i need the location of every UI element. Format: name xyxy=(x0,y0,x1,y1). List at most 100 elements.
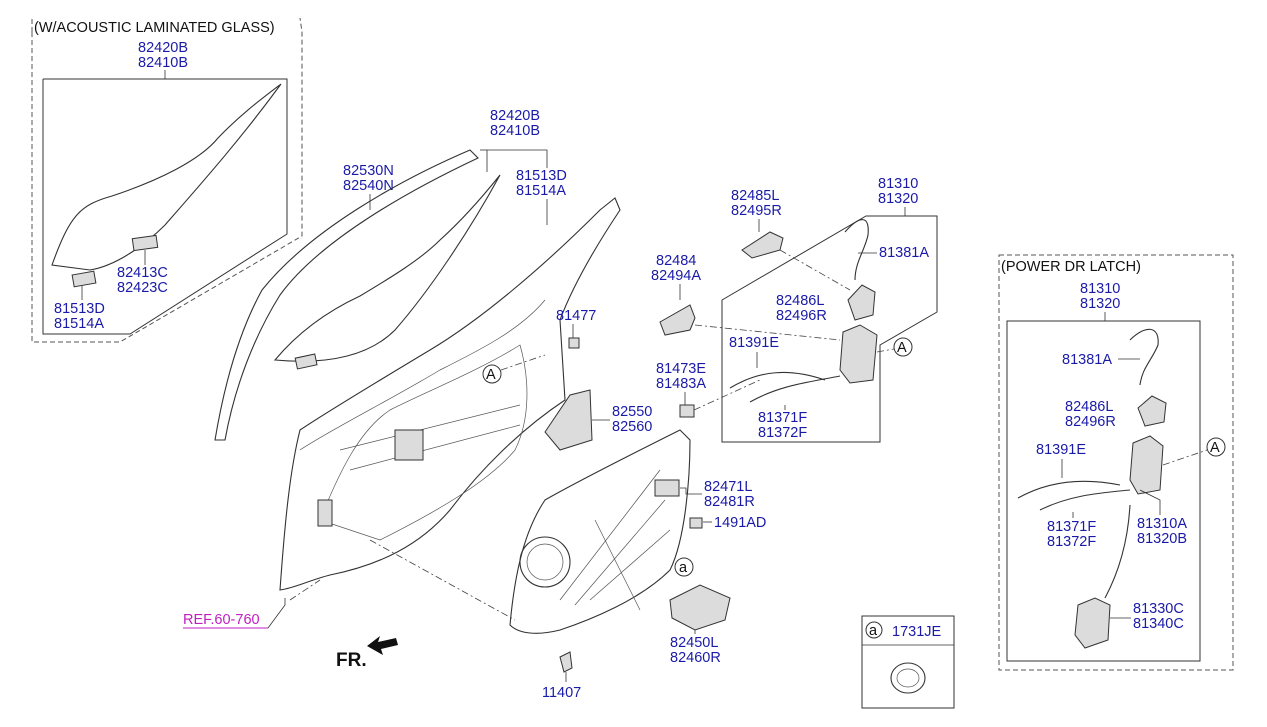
label-p-81320B: 81320B xyxy=(1137,531,1187,547)
label-m-82486L: 82486L xyxy=(776,293,824,309)
label-m-82540N: 82540N xyxy=(343,178,394,194)
door-glass xyxy=(273,174,501,362)
door-hinge-bracket xyxy=(394,429,424,461)
label-p-81371F: 81371F xyxy=(1047,519,1096,535)
outside-handle-cover xyxy=(659,304,696,336)
outside-handle-bracket xyxy=(741,231,784,259)
callout-A-door-letter: A xyxy=(486,367,496,383)
main-assembly: 82420B 82410B 82530N 82540N 81513D 81514… xyxy=(183,108,851,701)
power-cable-81371F xyxy=(1039,489,1131,511)
front-arrow-icon xyxy=(367,636,398,655)
label-ac-81513D: 81513D xyxy=(54,301,105,317)
callout-A-door xyxy=(482,364,502,384)
label-ac-82410B: 82410B xyxy=(138,55,188,71)
cable-81391E xyxy=(729,371,826,389)
glass-clip-lower xyxy=(71,270,97,288)
power-cable-81391E xyxy=(1017,480,1121,499)
label-m-82496R: 82496R xyxy=(776,308,827,324)
power-door-latch xyxy=(1129,435,1164,495)
door-inner-frame xyxy=(279,197,621,591)
cable-81371F xyxy=(749,375,841,403)
acoustic-glass-panel xyxy=(51,83,282,271)
label-ac-81514A: 81514A xyxy=(54,316,104,332)
window-regulator-bracket xyxy=(654,479,680,497)
label-m-81477: 81477 xyxy=(556,308,596,324)
label-m-11407: 11407 xyxy=(542,685,581,701)
label-p-81310: 81310 xyxy=(1080,281,1120,297)
callout-a-panel xyxy=(674,557,694,577)
callout-A-power xyxy=(1206,437,1226,457)
power-actuator-rod xyxy=(1104,504,1131,599)
run-channel xyxy=(214,149,479,441)
label-m-81381A: 81381A xyxy=(879,245,929,261)
regulator-motor xyxy=(669,584,731,631)
door-latch-main xyxy=(839,324,878,384)
inside-cable-81381A xyxy=(844,219,869,281)
power-latch-cover xyxy=(1137,395,1167,427)
legend-callout-a xyxy=(865,621,883,639)
power-inside-cable xyxy=(1129,328,1159,386)
latch-group-main: 82485L 82495R 81310 81320 81381A 82484 8… xyxy=(651,176,938,443)
legend-part-number: 1731JE xyxy=(892,624,942,640)
label-ac-82420B: 82420B xyxy=(138,40,188,56)
clip-81477 xyxy=(568,337,580,349)
grommet-1731JE xyxy=(890,662,926,694)
label-p-81310A: 81310A xyxy=(1137,516,1187,532)
label-m-82560: 82560 xyxy=(612,419,652,435)
power-actuator xyxy=(1074,597,1111,649)
callout-A-power-letter: A xyxy=(1210,440,1220,456)
glass-clip-upper xyxy=(131,234,159,252)
label-p-82496R: 82496R xyxy=(1065,414,1116,430)
speaker-opening xyxy=(519,536,571,588)
clip-1491AD xyxy=(689,517,703,529)
label-m-82494A: 82494A xyxy=(651,268,701,284)
callout-A-latch-letter: A xyxy=(897,340,907,356)
label-m-82484: 82484 xyxy=(656,253,696,269)
label-m-81514A: 81514A xyxy=(516,183,566,199)
door-module-panel xyxy=(509,429,691,634)
label-m-81371F: 81371F xyxy=(758,410,807,426)
acoustic-caption: (W/ACOUSTIC LAMINATED GLASS) xyxy=(34,20,275,36)
label-m-81513D: 81513D xyxy=(516,168,567,184)
label-p-82486L: 82486L xyxy=(1065,399,1113,415)
label-m-82471L: 82471L xyxy=(704,479,752,495)
label-m-82550: 82550 xyxy=(612,404,652,420)
label-p-81330C: 81330C xyxy=(1133,601,1184,617)
callout-a-panel-letter: a xyxy=(679,560,688,576)
ref-label: REF.60-760 xyxy=(183,612,260,628)
label-m-81473E: 81473E xyxy=(656,361,706,377)
bolt-11407 xyxy=(559,651,573,673)
latch-cover xyxy=(847,284,876,321)
label-m-81391E: 81391E xyxy=(729,335,779,351)
label-m-1491AD: 1491AD xyxy=(714,515,766,531)
label-m-82485L: 82485L xyxy=(731,188,779,204)
label-ac-82423C: 82423C xyxy=(117,280,168,296)
label-m-81310: 81310 xyxy=(878,176,918,192)
label-p-81372F: 81372F xyxy=(1047,534,1096,550)
label-m-81483A: 81483A xyxy=(656,376,706,392)
label-m-82420B: 82420B xyxy=(490,108,540,124)
label-p-81381A: 81381A xyxy=(1062,352,1112,368)
legend-callout-a-letter: a xyxy=(869,623,878,639)
label-m-82410B: 82410B xyxy=(490,123,540,139)
acoustic-glass-inset: (W/ACOUSTIC LAMINATED GLASS) 82420B 8241… xyxy=(31,17,303,343)
bracket-82550 xyxy=(544,389,593,451)
power-latch-inset: (POWER DR LATCH) 81310 81320 81381A 8248… xyxy=(998,254,1234,671)
power-latch-caption: (POWER DR LATCH) xyxy=(1001,259,1141,275)
label-m-82460R: 82460R xyxy=(670,650,721,666)
glass-clip-main xyxy=(294,353,318,370)
label-m-82481R: 82481R xyxy=(704,494,755,510)
callout-A-latch xyxy=(893,337,913,357)
label-ac-82413C: 82413C xyxy=(117,265,168,281)
front-direction-label: FR. xyxy=(336,650,367,671)
legend-box: a 1731JE xyxy=(861,615,955,709)
clip-81473E xyxy=(679,404,695,418)
label-p-81340C: 81340C xyxy=(1133,616,1184,632)
label-m-81320: 81320 xyxy=(878,191,918,207)
door-check-bracket xyxy=(317,499,333,527)
label-p-81391E: 81391E xyxy=(1036,442,1086,458)
label-m-82495R: 82495R xyxy=(731,203,782,219)
label-m-82530N: 82530N xyxy=(343,163,394,179)
label-p-81320: 81320 xyxy=(1080,296,1120,312)
